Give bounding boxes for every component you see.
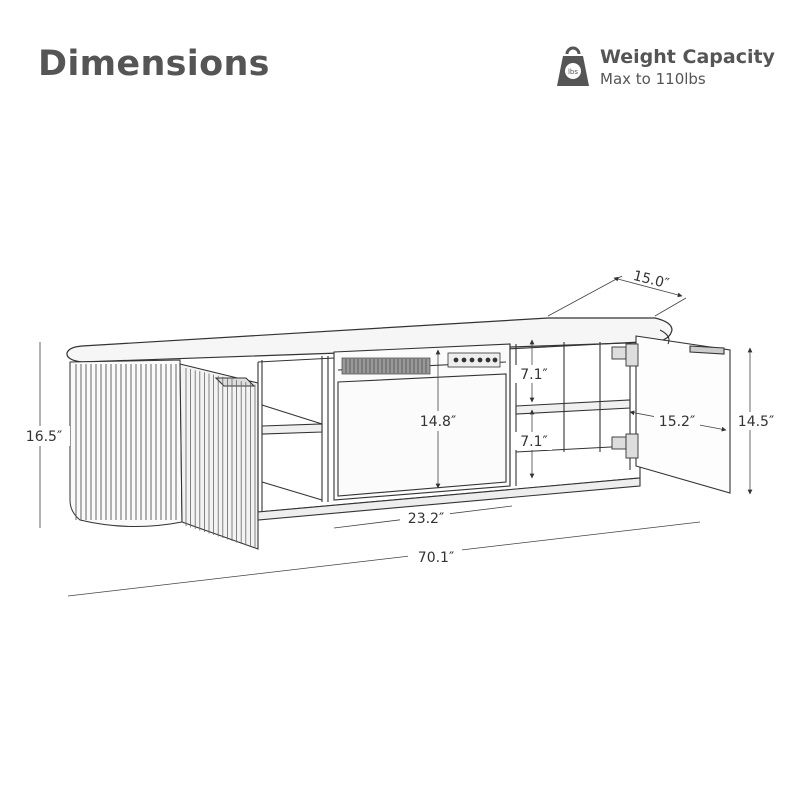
weight-capacity-title: Weight Capacity [600, 46, 775, 68]
hinge-bottom-icon [611, 433, 639, 459]
fireplace-vent [341, 357, 431, 375]
depth-extension-line-2 [654, 297, 687, 317]
left-door-open [179, 363, 259, 550]
fireplace-width-label: 23.2″ [408, 511, 444, 527]
hinge-top-icon [611, 343, 639, 367]
weight-capacity-value: Max to 110lbs [600, 70, 706, 88]
door-height-label: 14.5″ [738, 414, 774, 430]
weight-icon-label: lbs [568, 68, 578, 76]
fireplace-control-panel [447, 352, 501, 368]
weight-capacity-badge: lbs Weight Capacity Max to 110lbs [556, 46, 775, 88]
shelf-upper-label: 7.1″ [520, 367, 548, 383]
depth-label: 15.0″ [631, 268, 670, 292]
page-title: Dimensions [38, 44, 270, 84]
left-end-fluted [69, 359, 183, 528]
door-depth-label: 15.2″ [659, 414, 695, 430]
height-label: 16.5″ [26, 429, 62, 445]
fireplace-height-label: 14.8″ [420, 414, 456, 430]
weight-icon: lbs [557, 46, 589, 86]
shelf-lower-label: 7.1″ [520, 434, 548, 450]
total-length-label: 70.1″ [418, 550, 454, 566]
depth-dimension-line [613, 276, 683, 298]
right-door-open [629, 329, 731, 494]
depth-extension-line [547, 275, 623, 317]
total-length-dimension-line [67, 521, 701, 597]
